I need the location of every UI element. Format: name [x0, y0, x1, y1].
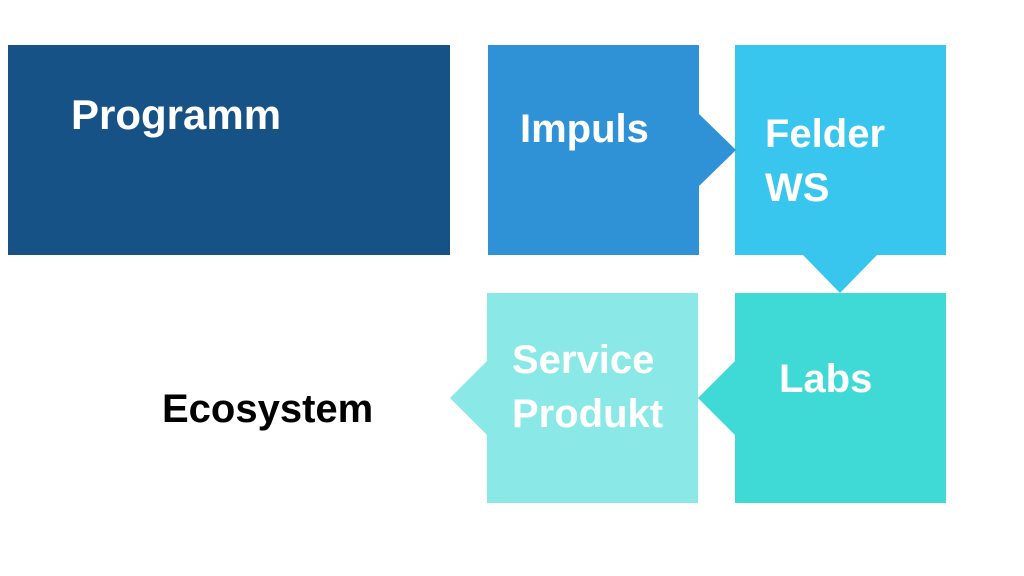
- arrow-service-to-ecosystem: [450, 360, 488, 436]
- felder-label-line2: WS: [765, 166, 830, 210]
- arrow-felder-to-labs: [802, 254, 878, 293]
- service-label-line2: Produkt: [512, 392, 664, 436]
- felder-ws-box: Felder WS: [735, 45, 946, 255]
- felder-label-line1: Felder: [765, 112, 886, 156]
- programm-box: Programm: [8, 45, 450, 255]
- arrow-impuls-to-felder: [698, 113, 736, 187]
- service-label-line1: Service: [512, 338, 655, 382]
- impuls-label: Impuls: [520, 107, 649, 151]
- programm-label: Programm: [71, 91, 282, 138]
- arrow-labs-to-service: [698, 360, 736, 436]
- labs-label: Labs: [779, 357, 873, 401]
- labs-box: Labs: [735, 293, 946, 503]
- ecosystem-label: Ecosystem: [162, 387, 374, 431]
- impuls-box: Impuls: [488, 45, 699, 255]
- service-produkt-box: Service Produkt: [487, 293, 698, 503]
